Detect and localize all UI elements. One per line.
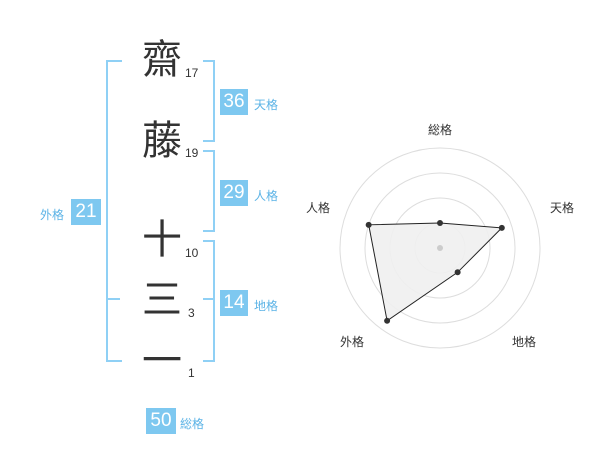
radar-label-chikaku: 地格 xyxy=(512,334,536,349)
tenkaku-bracket xyxy=(203,60,215,142)
tenkaku-label: 天格 xyxy=(254,98,279,112)
gaikaku-bracket xyxy=(106,60,122,362)
radar-center-dot xyxy=(437,245,443,251)
stroke-count-5: 1 xyxy=(188,366,195,380)
gaikaku-value: 21 xyxy=(71,199,101,225)
radar-point-4 xyxy=(384,317,391,324)
stroke-count-3: 10 xyxy=(185,246,199,260)
jinkaku-label: 人格 xyxy=(254,189,279,203)
name-char-5: 一 xyxy=(142,338,182,384)
radar-label-soukaku: 総格 xyxy=(428,122,452,137)
soukaku-value: 50 xyxy=(146,408,176,434)
radar-label-tenkaku: 天格 xyxy=(550,200,574,215)
radar-label-gaikaku: 外格 xyxy=(340,334,364,349)
name-char-1: 齋 xyxy=(142,37,182,83)
gaikaku-bracket-notch xyxy=(106,298,120,300)
chikaku-bracket-notch xyxy=(203,298,213,300)
radar-label-jinkaku: 人格 xyxy=(306,200,330,215)
stroke-count-2: 19 xyxy=(185,146,199,160)
tenkaku-value: 36 xyxy=(220,89,248,115)
soukaku-label: 総格 xyxy=(180,417,205,431)
name-char-4: 三 xyxy=(142,277,182,323)
chikaku-label: 地格 xyxy=(254,299,279,313)
stroke-count-4: 3 xyxy=(188,306,195,320)
radar-point-2 xyxy=(498,224,505,231)
jinkaku-bracket xyxy=(203,150,215,232)
chikaku-bracket xyxy=(203,240,215,362)
radar-point-1 xyxy=(437,220,443,226)
stroke-count-1: 17 xyxy=(185,66,199,80)
radar-ring xyxy=(364,172,516,324)
name-char-2: 藤 xyxy=(142,118,182,164)
radar-point-5 xyxy=(365,221,372,228)
radar-shape xyxy=(368,222,503,322)
radar-point-3 xyxy=(454,269,461,276)
radar-ring xyxy=(339,147,541,349)
gaikaku-label: 外格 xyxy=(40,208,65,222)
chikaku-value: 14 xyxy=(220,290,248,316)
name-char-3: 十 xyxy=(142,217,182,263)
jinkaku-value: 29 xyxy=(220,180,248,206)
